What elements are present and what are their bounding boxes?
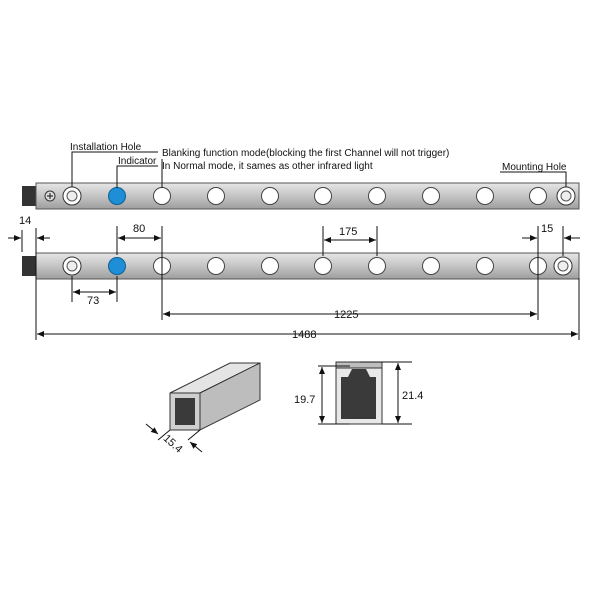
- led-emitter: [529, 187, 547, 205]
- annotation-leaders: [71, 151, 567, 188]
- dim-1225-label: 1225: [334, 309, 358, 321]
- top-bar: [22, 182, 580, 210]
- profile-cross-section: 19.7 21.4: [294, 361, 423, 425]
- led-emitter: [314, 187, 332, 205]
- indicator-led: [108, 257, 126, 275]
- led-emitter: [261, 257, 279, 275]
- dim-1488-label: 1488: [292, 329, 316, 341]
- led-emitter: [476, 187, 494, 205]
- led-emitter: [368, 257, 386, 275]
- mounting-hole-label: Mounting Hole: [502, 162, 567, 173]
- led-emitter: [422, 257, 440, 275]
- bottom-led-row: [153, 257, 547, 275]
- profile-opening: [175, 398, 195, 425]
- dim-15-4-label: 15.4: [161, 432, 185, 455]
- normal-mode-label: In Normal mode, it sames as other infrar…: [162, 161, 373, 172]
- dimension-lines: [8, 226, 580, 340]
- dim-15-label: 15: [541, 223, 553, 235]
- mounting-hole-inner: [560, 190, 572, 202]
- mounting-hole-inner: [557, 260, 569, 272]
- profile-3d-view: 15.4: [145, 362, 261, 456]
- dim-80-label: 80: [133, 223, 145, 235]
- dim-175-label: 175: [339, 226, 357, 238]
- indicator-led: [108, 187, 126, 205]
- indicator-label: Indicator: [118, 156, 157, 167]
- blanking-mode-label: Blanking function mode(blocking the firs…: [162, 148, 449, 159]
- led-emitter: [207, 187, 225, 205]
- dim-21-4-label: 21.4: [402, 390, 423, 402]
- dim-14-label: 14: [19, 215, 31, 227]
- dim-19-7-label: 19.7: [294, 394, 315, 406]
- dim-73-label: 73: [87, 295, 99, 307]
- installation-hole-label: Installation Hole: [70, 142, 142, 153]
- installation-hole-inner: [66, 260, 78, 272]
- led-emitter: [261, 187, 279, 205]
- led-emitter: [422, 187, 440, 205]
- led-emitter: [207, 257, 225, 275]
- led-emitter: [314, 257, 332, 275]
- led-emitter: [153, 187, 171, 205]
- bottom-bar: [22, 252, 580, 280]
- installation-hole-inner: [66, 190, 78, 202]
- led-emitter: [368, 187, 386, 205]
- led-emitter: [476, 257, 494, 275]
- section-cavity: [341, 377, 376, 419]
- top-connector: [22, 186, 36, 206]
- top-led-row: [153, 187, 547, 205]
- bottom-connector: [22, 256, 36, 276]
